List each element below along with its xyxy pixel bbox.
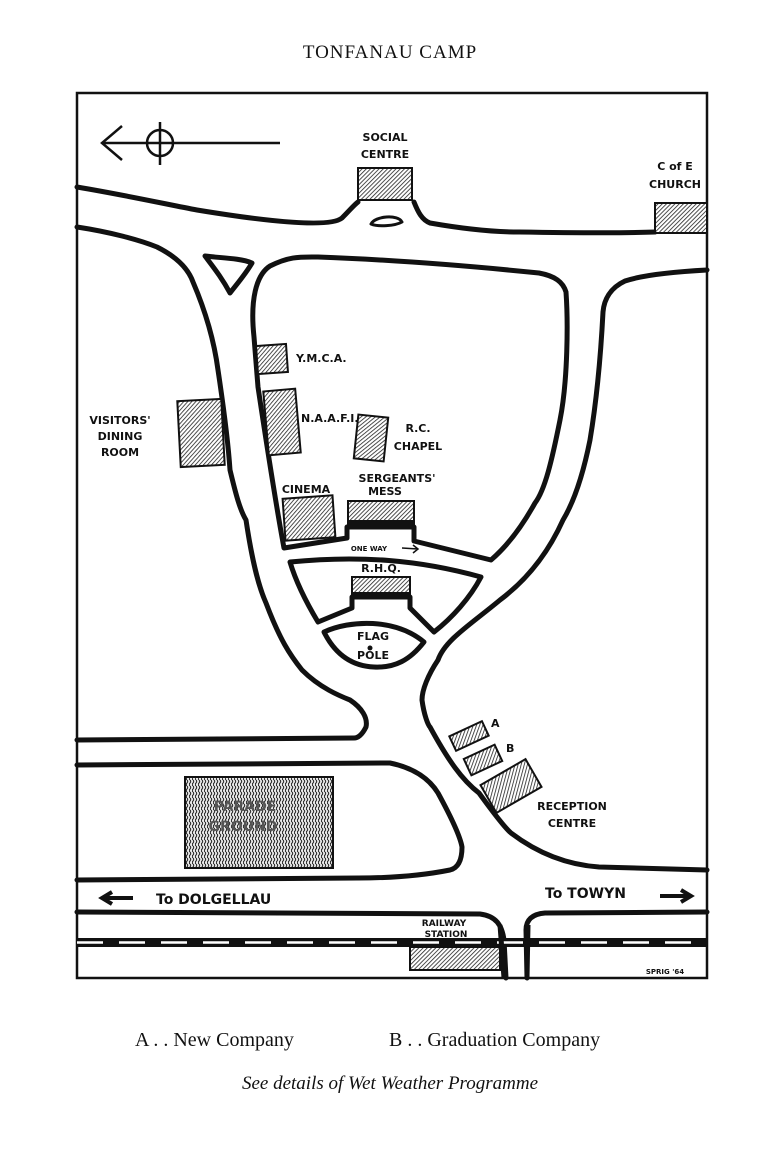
label-a: A — [491, 717, 500, 730]
parade-ground — [184, 776, 334, 869]
building-naafi — [262, 387, 302, 457]
building-rc-chapel — [352, 413, 390, 463]
building-cinema — [281, 494, 337, 542]
map-frame — [75, 91, 709, 980]
label-one-way: ONE WAY — [351, 545, 388, 553]
label-parade: PARADE — [214, 799, 277, 815]
label-station: STATION — [425, 930, 468, 940]
building-b — [462, 743, 504, 777]
page-title: TONFANAU CAMP — [302, 42, 478, 63]
label-mess: MESS — [368, 485, 402, 498]
roads — [74, 184, 710, 981]
label-chapel: CHAPEL — [394, 440, 442, 453]
legend-a: A . . New Company — [135, 1029, 294, 1051]
arrow-left-icon — [98, 890, 133, 906]
label-reception: RECEPTION — [537, 800, 607, 813]
label-pole: POLE — [357, 649, 389, 662]
label-visitors: VISITORS' — [89, 414, 150, 427]
building-railway-station — [409, 946, 501, 971]
arrow-right-icon — [660, 888, 695, 904]
label-ground: GROUND — [209, 819, 278, 835]
building-ymca — [254, 342, 290, 376]
building-social-centre — [357, 167, 413, 201]
building-reception-centre — [479, 757, 543, 815]
railway-line — [77, 924, 707, 979]
label-rc: R.C. — [405, 422, 430, 435]
label-rhq: R.H.Q. — [361, 562, 401, 575]
label-dining: DINING — [98, 430, 143, 443]
label-cinema: CINEMA — [282, 483, 331, 496]
signature: SPRIG '64 — [646, 968, 684, 976]
label-naafi: N.A.A.F.I. — [301, 412, 359, 425]
building-a — [447, 719, 491, 753]
label-room: ROOM — [101, 446, 139, 459]
label-to-dolgellau: To DOLGELLAU — [156, 892, 271, 908]
label-church-2: CHURCH — [649, 178, 701, 191]
building-church — [654, 202, 708, 234]
building-visitors-dining-room — [176, 397, 226, 469]
label-flag: FLAG — [357, 630, 389, 643]
label-social-centre: SOCIAL — [363, 131, 408, 144]
compass-north-arrow-icon — [100, 122, 280, 165]
label-social-centre-2: CENTRE — [361, 148, 409, 161]
one-way-arrow-icon — [401, 544, 420, 554]
label-b: B — [506, 742, 514, 755]
legend-b: B . . Graduation Company — [389, 1029, 601, 1051]
wet-weather-note: See details of Wet Weather Programme — [241, 1073, 539, 1094]
label-sergeants: SERGEANTS' — [359, 472, 436, 485]
label-to-towyn: To TOWYN — [545, 886, 626, 902]
label-railway: RAILWAY — [422, 919, 467, 929]
flag-pole-icon — [367, 645, 373, 651]
label-ymca: Y.M.C.A. — [295, 352, 347, 365]
label-centre: CENTRE — [548, 817, 596, 830]
label-church: C of E — [657, 160, 693, 173]
